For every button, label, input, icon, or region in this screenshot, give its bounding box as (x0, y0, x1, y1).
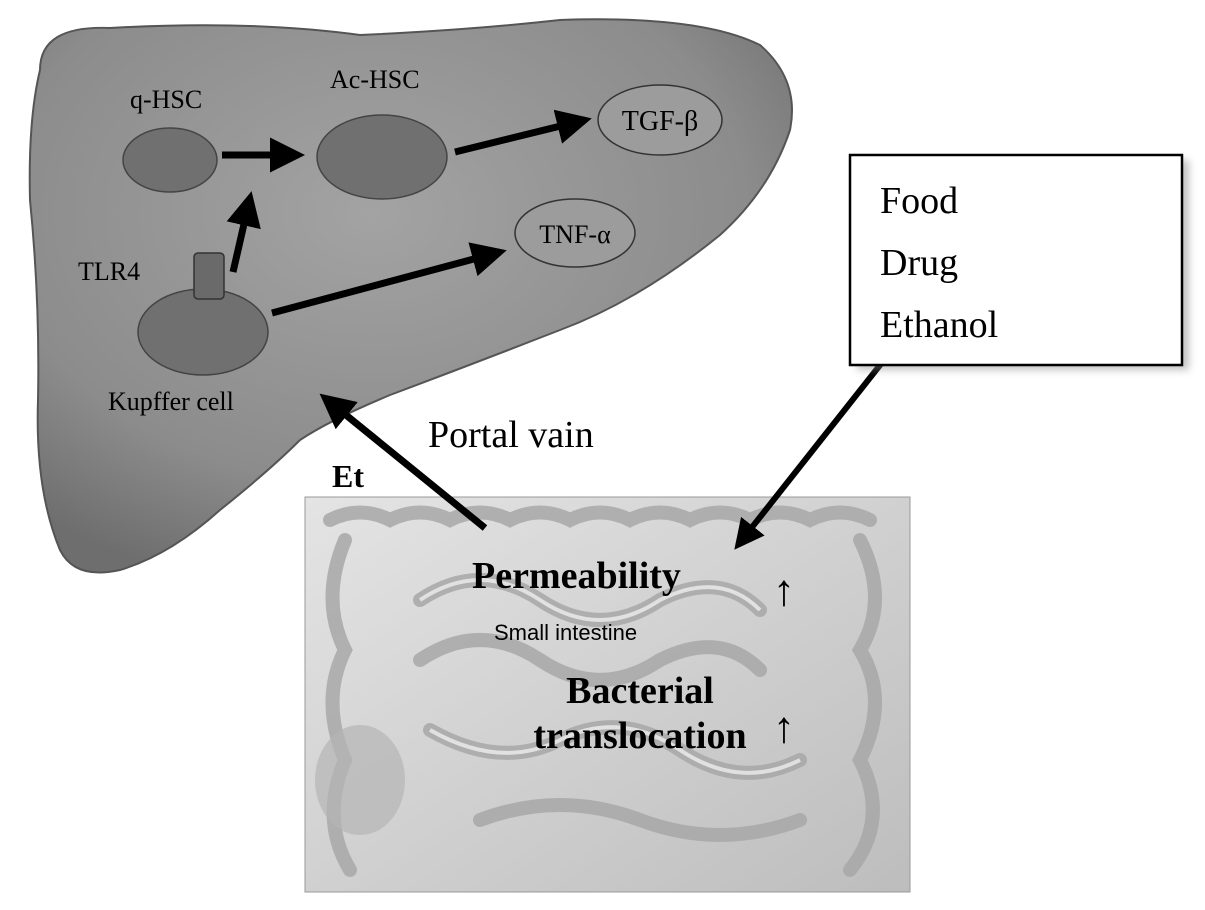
ac-hsc-label: Ac-HSC (330, 65, 420, 94)
arrow-portal-to-kupffer (319, 393, 488, 531)
arrow-sources-to-permeability (734, 353, 891, 550)
translocation-label: translocation (533, 715, 746, 757)
q-hsc-cell (122, 127, 218, 193)
ac-hsc-cell (316, 114, 448, 200)
tlr4-label: TLR4 (78, 257, 140, 286)
sources-box (848, 153, 1184, 367)
small-intestine-label: Small intestine (494, 620, 637, 645)
source-drug: Drug (880, 242, 958, 284)
q-hsc-label: q-HSC (130, 85, 202, 114)
tgf-beta-oval (597, 84, 723, 156)
permeability-label: Permeability (472, 555, 681, 597)
kupffer-label: Kupffer cell (108, 387, 234, 416)
source-ethanol: Ethanol (880, 304, 998, 346)
tlr4-receptor (193, 252, 225, 300)
kupffer-cell (137, 288, 269, 376)
arrow-tlr4-to-achsc (226, 191, 261, 273)
arrow-achsc-to-tgf (454, 109, 592, 156)
permeability-up-arrow: ↑ (773, 566, 795, 615)
portal-vein-label: Portal vain (428, 414, 594, 456)
tgf-beta-label: TGF-β (622, 106, 698, 137)
intestine-image (304, 496, 911, 893)
arrow-kupffer-to-tnf (271, 242, 507, 317)
tnf-alpha-label: TNF-α (539, 220, 611, 249)
liver-shape (28, 18, 793, 574)
source-food: Food (880, 180, 958, 222)
bacterial-label: Bacterial (566, 670, 714, 712)
et-label: Et (332, 458, 364, 494)
tnf-alpha-oval (514, 198, 636, 268)
translocation-up-arrow: ↑ (773, 703, 795, 752)
